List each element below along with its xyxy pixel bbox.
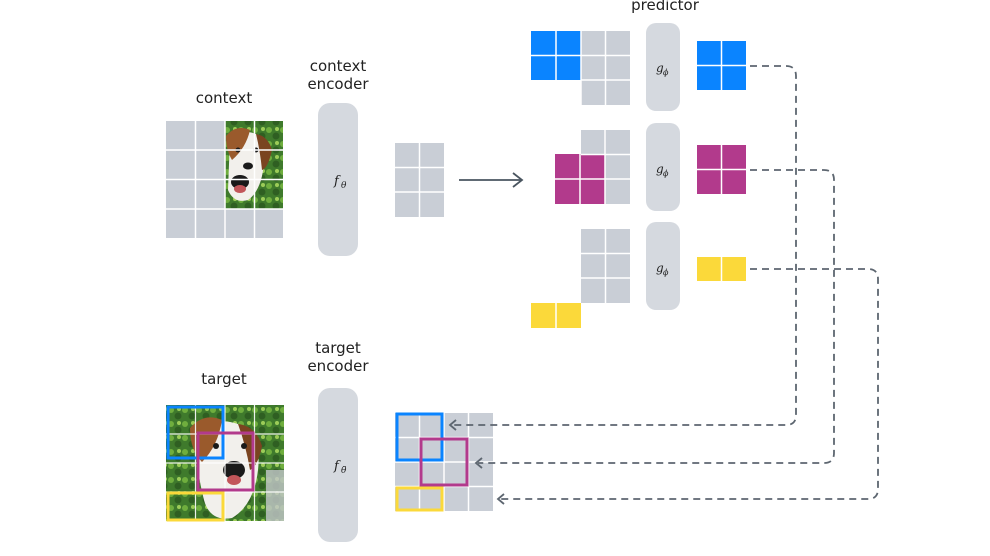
dashed-connector-yellow: [500, 268, 879, 500]
context-embedding-grid: [395, 143, 444, 217]
target-embedding-magenta: [419, 437, 469, 487]
predictor-3-symbol: g: [656, 261, 664, 275]
context-to-predictor-arrow: [459, 172, 524, 188]
predictor-input-1: [531, 31, 630, 105]
target-encoder-subscript: θ̄: [341, 466, 347, 476]
target-encoder-label-line1: target: [315, 339, 361, 357]
predictor-2-symbol: g: [656, 162, 664, 176]
context-encoder-label: context encoder: [288, 57, 388, 93]
prediction-magenta: [697, 145, 746, 194]
context-image: [166, 121, 283, 238]
context-encoder-subscript: θ: [341, 181, 347, 191]
target-label: target: [201, 370, 247, 388]
predictor-input-2: [555, 130, 630, 204]
target-encoder: f θ̄: [318, 388, 358, 542]
prediction-blue: [697, 41, 746, 90]
context-label: context: [195, 89, 253, 107]
arrowhead-blue: [448, 419, 457, 431]
predictor-block-3: g ϕ: [646, 222, 680, 310]
predictor-2-subscript: ϕ: [663, 169, 669, 178]
context-encoder-label-line1: context: [309, 57, 367, 75]
target-encoder-symbol: f: [333, 459, 341, 474]
predictor-block-2: g ϕ: [646, 123, 680, 211]
prediction-yellow: [697, 257, 746, 281]
target-encoder-label-line2: encoder: [307, 357, 369, 375]
target-block-magenta: [196, 431, 255, 492]
target-image: [166, 405, 284, 522]
predictor-1-subscript: ϕ: [663, 68, 669, 77]
dashed-connector-blue: [452, 65, 797, 426]
predictor-label: predictor: [631, 0, 699, 14]
predictor-1-symbol: g: [656, 61, 664, 75]
dashed-connector-magenta: [478, 169, 835, 464]
predictor-input-3: [531, 229, 630, 328]
predictor-3-subscript: ϕ: [663, 268, 669, 277]
predictor-block-1: g ϕ: [646, 23, 680, 111]
target-embedding-yellow: [395, 486, 444, 512]
arrowhead-magenta: [474, 457, 483, 469]
context-encoder: f θ: [318, 103, 358, 256]
context-encoder-symbol: f: [333, 174, 341, 189]
context-encoder-label-line2: encoder: [307, 75, 369, 93]
target-block-yellow: [166, 491, 225, 522]
target-encoder-label: target encoder: [288, 339, 388, 375]
arrowhead-yellow: [496, 493, 505, 505]
